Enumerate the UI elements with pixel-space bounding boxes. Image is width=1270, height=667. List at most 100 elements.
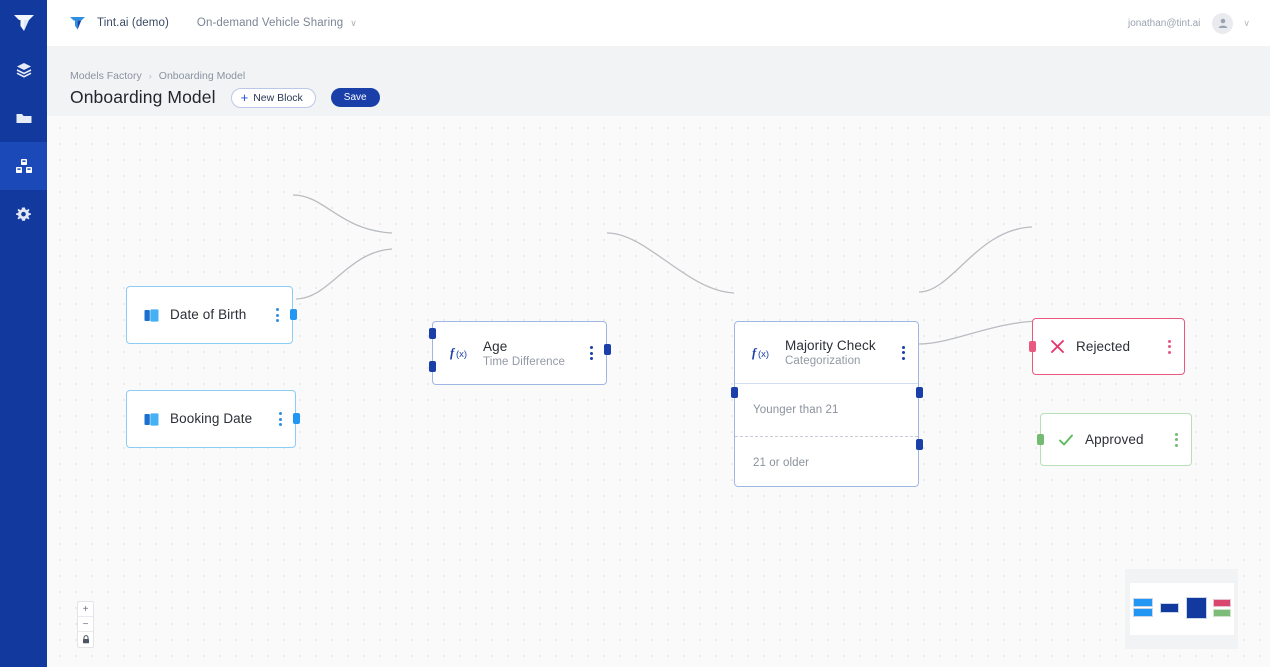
save-label: Save — [343, 92, 367, 103]
breadcrumb-item-onboarding-model[interactable]: Onboarding Model — [158, 70, 246, 82]
edge-booking-to-age — [295, 248, 393, 300]
node-approved[interactable]: Approved — [1040, 413, 1192, 466]
sidebar-item-folder[interactable] — [0, 94, 47, 142]
edge-dob-to-age — [292, 194, 393, 234]
lock-button[interactable] — [78, 632, 93, 647]
node-text-block: Majority Check Categorization — [785, 338, 902, 367]
node-text-block: Booking Date — [170, 410, 279, 428]
brand-logo[interactable] — [69, 16, 86, 31]
user-email: jonathan@tint.ai — [1127, 17, 1201, 29]
port-approved-in[interactable] — [1037, 434, 1044, 445]
zoom-in-button[interactable]: + — [78, 602, 93, 617]
avatar[interactable] — [1212, 12, 1234, 34]
node-title: Age — [483, 338, 508, 354]
book-icon — [144, 412, 159, 426]
blocks-icon — [15, 159, 32, 173]
org-name[interactable]: Tint.ai (demo) — [97, 17, 169, 29]
folder-icon — [16, 114, 31, 123]
user-icon — [1218, 18, 1228, 28]
breadcrumb-item-models-factory[interactable]: Models Factory — [70, 70, 142, 82]
minimap-viewport — [1130, 583, 1234, 635]
zoom-out-button[interactable]: − — [78, 617, 93, 632]
port-rejected-in[interactable] — [1029, 341, 1036, 352]
node-menu-button[interactable] — [279, 412, 282, 426]
node-title: Date of Birth — [170, 307, 247, 322]
branch-21-or-older[interactable]: 21 or older — [735, 436, 918, 488]
svg-text:(x): (x) — [456, 349, 467, 360]
fx-icon: f (x) — [752, 346, 774, 360]
port-majority-in[interactable] — [731, 387, 738, 398]
minimap-node-age — [1160, 603, 1179, 613]
branch-younger-than-21[interactable]: Younger than 21 — [753, 404, 839, 416]
plus-icon: + — [240, 90, 249, 105]
minimap-node-dob — [1133, 598, 1153, 607]
minimap-node-majority — [1186, 597, 1207, 619]
node-menu-button[interactable] — [902, 345, 905, 360]
user-chevron-down-icon[interactable]: ∨ — [1243, 17, 1250, 28]
port-age-in-2[interactable] — [429, 361, 436, 372]
minimap[interactable] — [1125, 569, 1238, 649]
node-date-of-birth[interactable]: Date of Birth — [126, 286, 293, 344]
flow-canvas[interactable]: Date of Birth Booking Date — [47, 116, 1270, 667]
edge-older-to-approved — [918, 320, 1041, 345]
minimap-node-booking — [1133, 608, 1153, 617]
fx-icon: f (x) — [450, 346, 472, 360]
svg-text:f: f — [752, 346, 758, 360]
svg-text:f: f — [450, 346, 456, 360]
title-row: Onboarding Model + New Block Save — [70, 87, 380, 108]
page-header: Models Factory › Onboarding Model Onboar… — [47, 46, 1270, 116]
svg-text:(x): (x) — [758, 349, 769, 360]
minimap-node-approved — [1213, 609, 1231, 617]
sidebar-item-layers[interactable] — [0, 46, 47, 94]
node-title: Approved — [1085, 431, 1144, 447]
lock-icon — [82, 635, 89, 644]
x-icon — [1050, 339, 1065, 354]
node-title: Booking Date — [170, 411, 253, 426]
node-subtitle: Categorization — [785, 355, 861, 367]
breadcrumb: Models Factory › Onboarding Model — [70, 70, 245, 82]
new-block-button[interactable]: + New Block — [230, 87, 316, 108]
node-menu-button[interactable] — [1168, 339, 1171, 354]
node-title: Majority Check — [785, 338, 876, 353]
sidebar-logo[interactable] — [0, 0, 47, 46]
sidebar-item-models-factory[interactable] — [0, 142, 47, 190]
port-majority-out-younger[interactable] — [916, 387, 923, 398]
node-booking-date[interactable]: Booking Date — [126, 390, 296, 448]
project-name[interactable]: On-demand Vehicle Sharing — [196, 17, 344, 29]
sidebar-item-settings[interactable] — [0, 190, 47, 238]
node-text-block: Rejected — [1076, 338, 1168, 356]
minimap-node-rejected — [1213, 599, 1231, 607]
node-title: Rejected — [1076, 338, 1131, 354]
node-subtitle: Time Difference — [483, 355, 566, 368]
zoom-controls: + − — [77, 601, 94, 648]
breadcrumb-separator-icon: › — [148, 71, 152, 81]
user-menu: jonathan@tint.ai ∨ — [1127, 12, 1250, 34]
layers-icon — [16, 63, 31, 78]
tint-brand-icon — [70, 16, 85, 29]
edge-younger-to-rejected — [918, 226, 1033, 293]
port-dob-out[interactable] — [290, 309, 297, 320]
node-menu-button[interactable] — [1175, 432, 1178, 447]
port-age-in-1[interactable] — [429, 328, 436, 339]
node-text-block: Age Time Difference — [483, 339, 590, 368]
port-booking-out[interactable] — [293, 413, 300, 424]
sidebar — [0, 0, 47, 667]
port-age-out[interactable] — [604, 344, 611, 355]
gear-icon — [16, 207, 31, 221]
node-age[interactable]: f (x) Age Time Difference — [432, 321, 607, 385]
node-menu-button[interactable] — [590, 346, 593, 360]
save-button[interactable]: Save — [330, 88, 380, 107]
book-icon — [144, 308, 159, 322]
page-title: Onboarding Model — [70, 87, 216, 107]
node-rejected[interactable]: Rejected — [1032, 318, 1185, 375]
chevron-down-icon[interactable]: ∨ — [350, 17, 357, 28]
check-icon — [1058, 433, 1074, 447]
node-menu-button[interactable] — [276, 308, 279, 322]
node-text-block: Date of Birth — [170, 306, 276, 324]
edge-layer — [292, 194, 1041, 345]
new-block-label: New Block — [253, 91, 303, 104]
tint-logo — [13, 15, 34, 31]
node-majority-check[interactable]: f (x) Majority Check Categorization Youn… — [734, 321, 919, 487]
port-majority-out-older[interactable] — [916, 439, 923, 450]
